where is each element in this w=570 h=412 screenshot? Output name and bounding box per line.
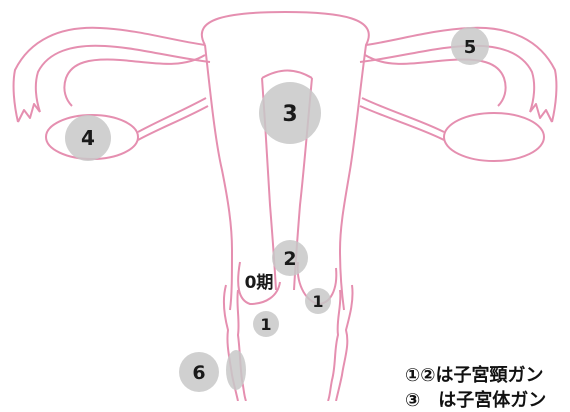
marker-1-label: 1 (260, 315, 271, 334)
marker-5-label: 5 (464, 37, 477, 58)
marker-6-label: 6 (192, 362, 205, 384)
note-endometrial-cancer: ③ は子宮体ガン (405, 386, 546, 412)
stage-0-label: 0期 (245, 273, 274, 293)
marker-4-label: 4 (81, 126, 95, 150)
markers (65, 27, 489, 392)
anatomy-illustration: 3 5 4 2 1 1 6 0期 (0, 0, 570, 401)
marker-2-label: 2 (283, 248, 296, 270)
marker-1b-label: 1 (312, 292, 323, 311)
uterus-diagram: 3 5 4 2 1 1 6 0期 ①②は子宮頸ガン ③ は子宮体ガン (0, 0, 570, 401)
note-cervical-cancer: ①②は子宮頸ガン (405, 361, 543, 387)
marker-3-label: 3 (282, 102, 297, 127)
marker-6-wall (226, 350, 246, 390)
uterus-outline (14, 12, 557, 401)
